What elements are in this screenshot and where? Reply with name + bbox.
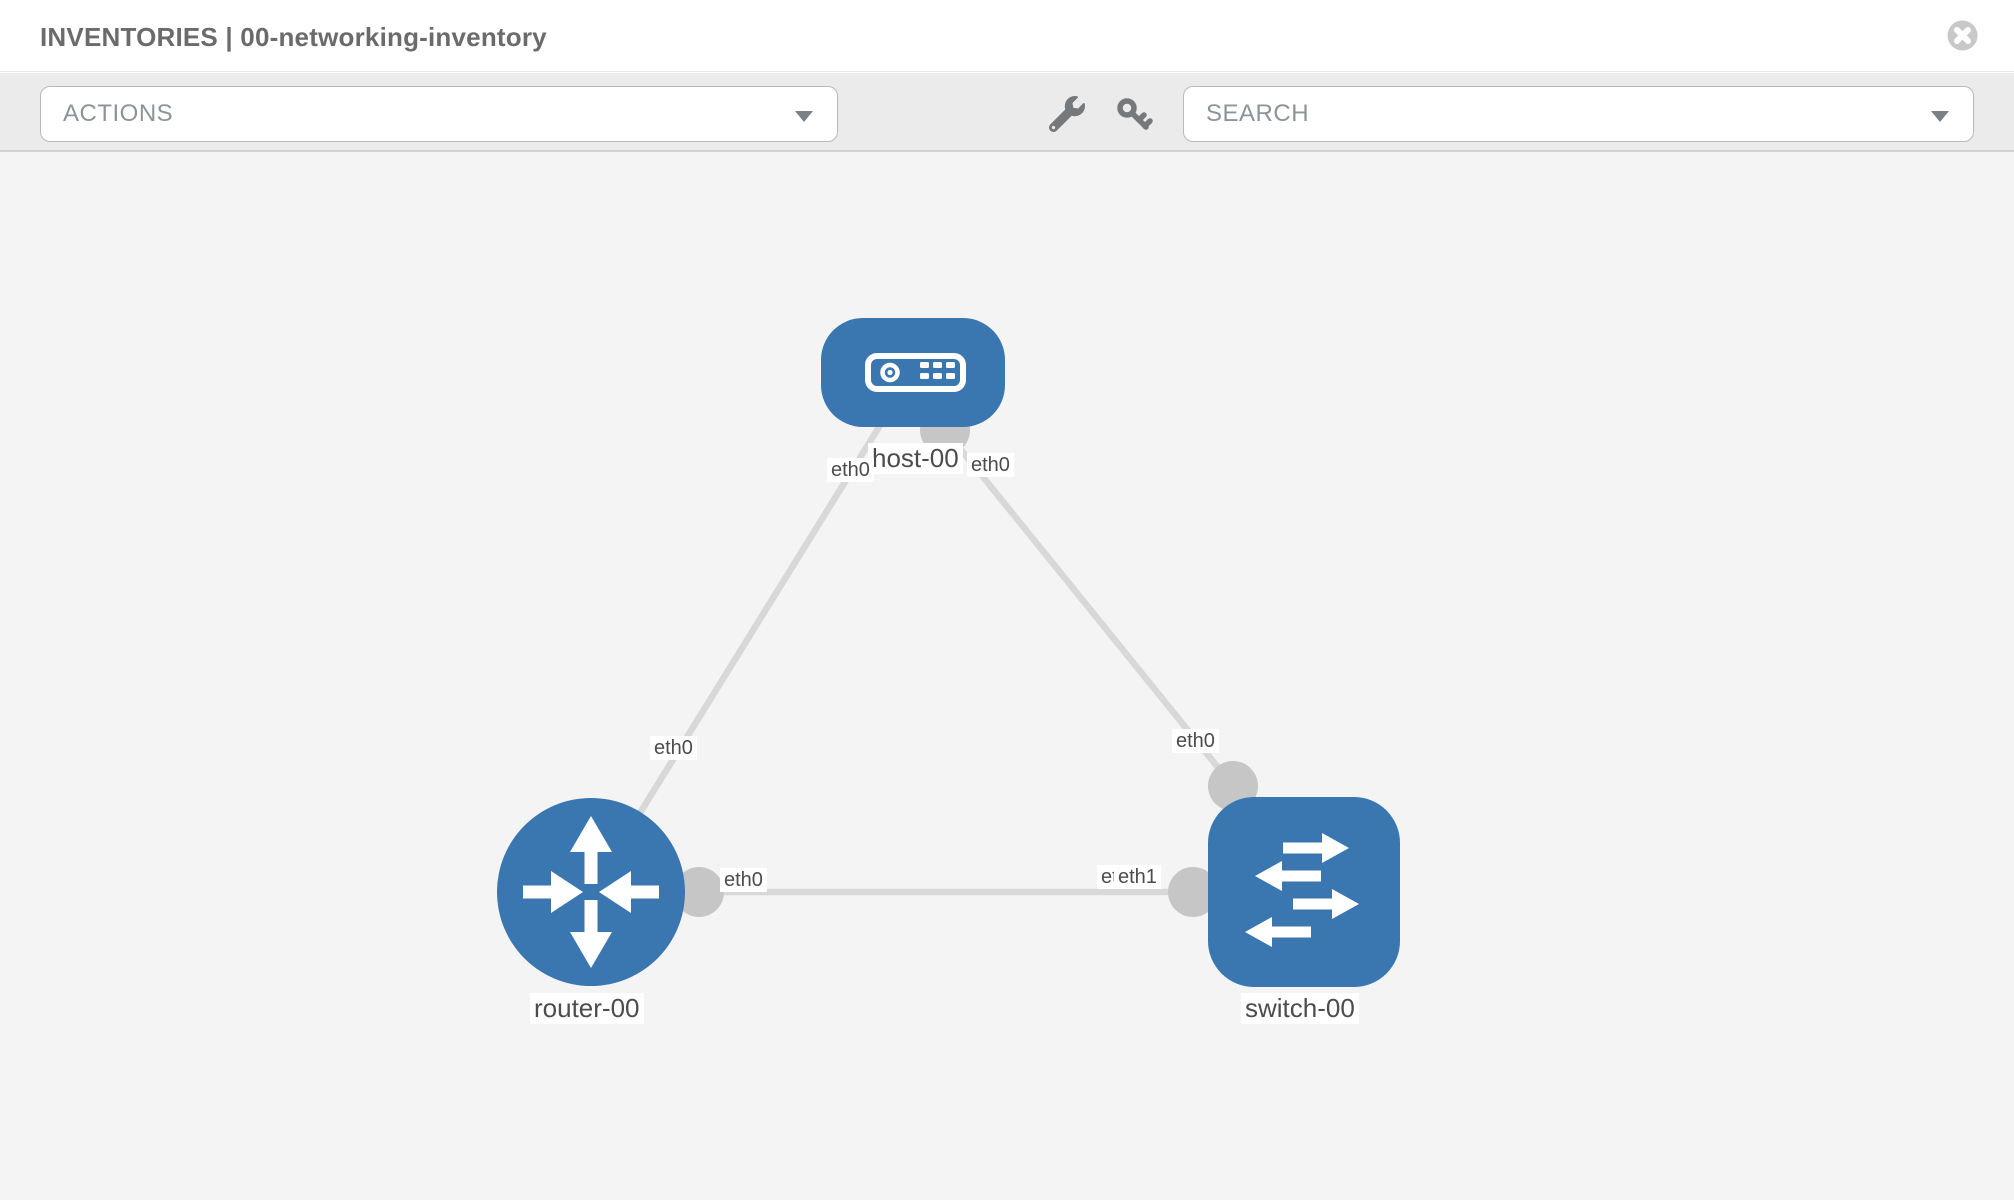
node-label-switch: switch-00 [1241, 993, 1359, 1025]
node-router-00[interactable] [497, 798, 685, 986]
configure-button[interactable] [1048, 96, 1086, 134]
close-icon [1947, 20, 1978, 54]
interface-label: eth0 [967, 453, 1014, 478]
connector-switch-left [1168, 867, 1218, 917]
router-icon [523, 816, 659, 968]
close-button[interactable] [1947, 20, 1978, 51]
switch-icon [1245, 833, 1359, 947]
search-placeholder: SEARCH [1206, 100, 1310, 127]
interface-label: eth0 [1172, 729, 1219, 754]
interface-connectors [674, 405, 1258, 917]
interface-label: eth0 [720, 868, 767, 893]
topology-canvas[interactable]: host-00 eth0 eth0 eth0 eth0 eth0 eth0 et… [0, 152, 2014, 1200]
node-label-host: host-00 [868, 443, 963, 475]
wrench-icon [1048, 96, 1085, 135]
credentials-button[interactable] [1115, 96, 1153, 134]
actions-dropdown[interactable]: ACTIONS [40, 86, 838, 142]
search-dropdown[interactable]: SEARCH [1183, 86, 1974, 142]
chevron-down-icon [795, 111, 813, 122]
toolbar: ACTIONS SEARCH [0, 73, 2014, 152]
actions-dropdown-label: ACTIONS [63, 100, 174, 127]
chevron-down-icon [1931, 111, 1949, 122]
node-switch-00[interactable] [1208, 797, 1400, 987]
page-title: INVENTORIES | 00-networking-inventory [40, 22, 547, 52]
connector-router-right [674, 867, 724, 917]
host-icon [865, 353, 966, 392]
interface-label: eth1 [1114, 865, 1161, 890]
edge-host-switch [942, 427, 1236, 789]
key-icon [1115, 98, 1153, 137]
interface-label: eth0 [650, 736, 697, 761]
node-label-router: router-00 [530, 993, 644, 1025]
interface-label: eth0 [827, 458, 874, 483]
node-host-00[interactable] [821, 318, 1005, 427]
window-header: INVENTORIES | 00-networking-inventory [0, 0, 2014, 72]
